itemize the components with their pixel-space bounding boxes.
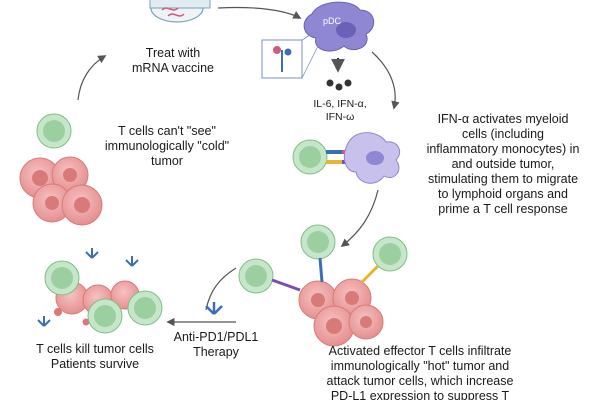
cycle-arrow-left xyxy=(77,55,107,101)
label-cold: T cells can't "see" immunologically "col… xyxy=(104,124,230,168)
pdc-cell: pDC xyxy=(303,1,375,52)
receptor-link xyxy=(271,278,301,292)
cycle-arrow-bottom xyxy=(205,267,237,311)
tumor-cluster-hot xyxy=(298,278,384,347)
syringe-icon xyxy=(149,0,211,23)
antibody-icon xyxy=(125,256,139,267)
t-cell-killer xyxy=(87,298,123,334)
t-cell-effector xyxy=(372,236,408,272)
receptor-link xyxy=(360,264,380,284)
cycle-arrow-top xyxy=(217,6,302,19)
myeloid-cell xyxy=(343,132,401,184)
cycle-arrow-right xyxy=(371,51,400,110)
t-cell-effector xyxy=(300,224,336,260)
cytokine-dot xyxy=(335,83,343,91)
antibody-icon xyxy=(205,302,223,315)
antibody-icon xyxy=(85,248,99,259)
t-cell-priming xyxy=(292,139,328,175)
receptor-inset xyxy=(261,29,319,79)
tumor-cluster-cold xyxy=(19,156,103,226)
cytokine-dot xyxy=(344,79,352,87)
t-cell-cold xyxy=(36,113,72,149)
label-cytokines: IL-6, IFN-α, IFN-ω xyxy=(313,98,367,123)
t-cell-killer xyxy=(127,290,163,326)
label-ifn: IFN-α activates myeloid cells (including… xyxy=(426,112,580,216)
cycle-arrow-right-lower xyxy=(340,189,379,248)
cytokine-dot xyxy=(326,79,334,87)
label-antipd1: Anti-PD1/PDL1 Therapy xyxy=(173,330,259,359)
label-activated: Activated effector T cells infiltrate im… xyxy=(326,344,514,400)
label-treat: Treat with mRNA vaccine xyxy=(132,46,214,75)
pdc-label: pDC xyxy=(323,16,342,26)
t-cell-effector xyxy=(238,258,274,294)
antibody-icon xyxy=(37,316,51,327)
t-cell-killer xyxy=(44,260,80,296)
label-kill: T cells kill tumor cells Patients surviv… xyxy=(36,342,154,371)
receptor-link xyxy=(318,257,324,283)
